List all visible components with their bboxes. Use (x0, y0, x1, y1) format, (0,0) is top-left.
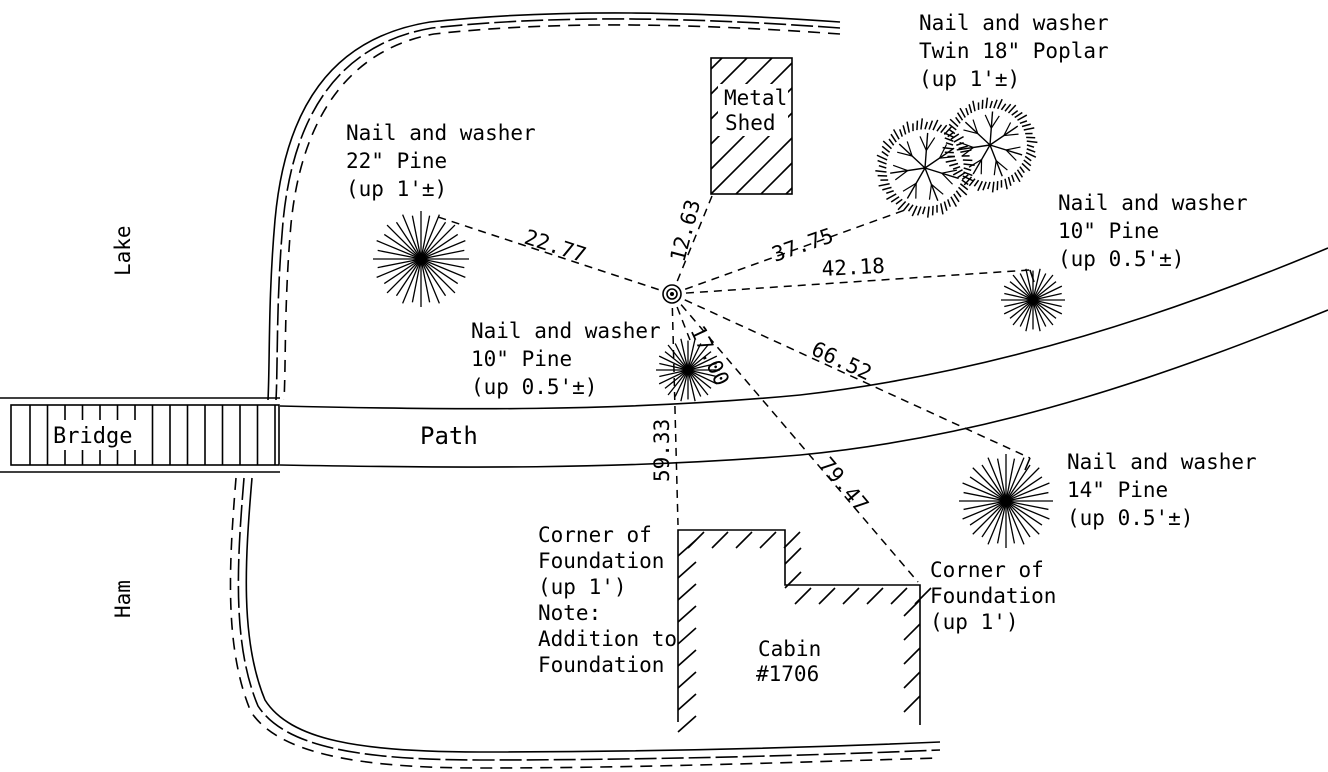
distance-to-pine22: 22.77 (521, 225, 589, 267)
distance-to-foundation-right: 79.47 (814, 453, 873, 517)
cabin-label-line2: #1706 (756, 662, 819, 686)
shed-label-line2: Shed (725, 111, 776, 135)
path (279, 247, 1328, 468)
metal-shed (710, 57, 793, 195)
poplar-note: Nail and washer Twin 18" Poplar (up 1'±) (919, 11, 1121, 91)
distance-to-pine10-right: 42.18 (821, 254, 885, 281)
cabin-foundation (677, 529, 932, 733)
ham-label: Ham (111, 580, 135, 618)
poplar-tree-icon (875, 97, 1038, 218)
distance-to-shed: 12.63 (666, 197, 706, 264)
pine14-note: Nail and washer 14" Pine (up 0.5'±) (1067, 450, 1269, 530)
bridge (0, 397, 280, 473)
distance-to-pine14: 66.52 (808, 337, 875, 385)
foundation-left-note: Corner of Foundation (up 1') Note: Addit… (538, 523, 690, 677)
pine-10-center-tree-icon (656, 338, 720, 402)
pine10-center-note: Nail and washer 10" Pine (up 0.5'±) (471, 319, 673, 399)
reference-point (662, 284, 682, 304)
distance-to-foundation-left: 59.33 (650, 419, 674, 482)
lake-label: Lake (111, 225, 135, 276)
shoreline (229, 12, 941, 769)
pine-10-right-tree-icon (1001, 268, 1065, 332)
path-label: Path (420, 422, 478, 450)
shed-label-line1: Metal (724, 86, 787, 110)
pine22-note: Nail and washer 22" Pine (up 1'±) (346, 121, 548, 201)
measurement-lines (434, 195, 1035, 583)
cabin-label-line1: Cabin (758, 637, 821, 661)
pine10-right-note: Nail and washer 10" Pine (up 0.5'±) (1058, 191, 1260, 271)
pine-22-tree-icon (373, 211, 469, 307)
bridge-label: Bridge (53, 424, 132, 449)
foundation-right-note: Corner of Foundation (up 1') (930, 558, 1069, 634)
pine-14-tree-icon (959, 454, 1053, 548)
